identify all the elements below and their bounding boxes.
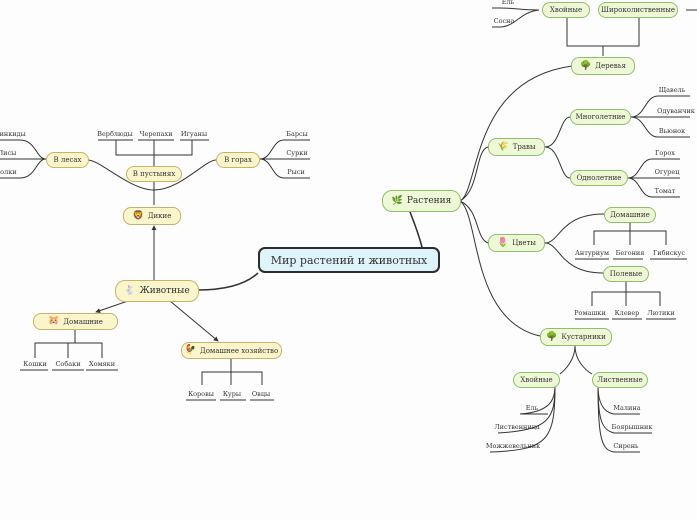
leaf-item: Игуаны [180,130,208,138]
plants-label: Растения [406,196,452,206]
grasses-label: Травы [512,143,536,151]
animals-node[interactable]: 🐇Животные [115,280,199,302]
tree-icon: 🌳 [580,60,592,71]
leaf-item: Коровы [188,390,214,398]
leaf-item: Лиственница [494,423,540,431]
leaf-item: Малина [613,404,641,412]
lion-icon: 🦁 [132,210,144,221]
shrubs-deciduous-label: Лиственные [597,376,643,384]
forest-label: В лесах [53,156,82,164]
flowers-field-node[interactable]: Полевые [603,266,649,282]
leaf-item: Ель [525,404,539,412]
leaf-item: Ромашки [574,309,606,317]
flower-icon: 🌷 [497,237,509,248]
trees-coniferous-node[interactable]: Хвойные [542,2,590,18]
rooster-icon: 🐓 [184,345,196,355]
leaf-item: Кошки [23,360,47,368]
flowers-node[interactable]: 🌷Цветы [488,234,545,252]
leaf-item: Овцы [251,390,271,398]
leaf-item: Сосна [493,17,515,25]
leaf-item: Барсы [286,130,308,138]
leaf-item: Огурец [654,168,680,176]
pets-node[interactable]: 🐹Домашние [33,313,118,330]
farm-node[interactable]: 🐓 Домашнее хозяйство [181,342,282,359]
leaf-item: Сурки [286,149,308,157]
leaf-item: Боярышник [611,423,653,431]
leaf-item: Клевер [614,309,640,317]
leaf-item: Одуванчик [657,107,695,115]
leaf-item: Сирень [613,442,639,450]
shrubs-deciduous-node[interactable]: Лиственные [592,372,648,388]
shrub-icon: 🌳 [546,331,558,342]
leaf-item: Можжевельник [485,442,541,450]
flowers-home-label: Домашние [610,211,650,219]
shrubs-coniferous-node[interactable]: Хвойные [513,372,560,388]
trees-broadleaf-node[interactable]: Широколиственные [598,2,678,18]
leaf-item: Гибискус [652,249,686,257]
leaf-item: Верблюды [97,130,133,138]
leaf-item: Лисы [0,149,17,157]
shrubs-coniferous-label: Хвойные [520,376,553,384]
shrubs-node[interactable]: 🌳Кустарники [540,328,612,346]
flowers-field-label: Полевые [609,270,643,278]
leaf-item: Волки [0,168,17,176]
forest-node[interactable]: В лесах [46,152,89,168]
flowers-home-node[interactable]: Домашние [604,207,656,223]
desert-label: В пустынях [132,170,176,178]
shrubs-label: Кустарники [561,333,606,341]
leaf-item: Лютики [647,309,675,317]
leaf-item: Хомяки [88,360,116,368]
leaf-item: Бегония [615,249,645,257]
leaf-icon: 🌿 [391,195,403,206]
trees-label: Деревья [595,62,626,70]
leaf-item: Собаки [55,360,81,368]
trees-node[interactable]: 🌳Деревья [571,57,635,75]
grass-icon: 🌾 [497,141,509,152]
grasses-node[interactable]: 🌾Травы [488,138,545,156]
leaf-item: Черепахи [139,130,173,138]
leaf-item: Рыси [287,168,305,176]
trees-broadleaf-label: Широколиственные [601,6,675,14]
desert-node[interactable]: В пустынях [126,166,182,182]
perennial-label: Многолетние [575,113,626,121]
rabbit-icon: 🐇 [124,285,136,296]
flowers-label: Цветы [512,239,536,247]
annual-node[interactable]: Однолетние [570,170,628,186]
leaf-item: Щавель [658,86,686,94]
trees-coniferous-label: Хвойные [549,6,583,14]
leaf-item: Антуриум [574,249,610,257]
perennial-node[interactable]: Многолетние [570,109,631,125]
pets-label: Домашние [63,317,103,326]
root-label: Мир растений и животных [270,253,428,267]
annual-label: Однолетние [576,174,622,182]
farm-label: Домашнее хозяйство [200,346,279,355]
animals-label: Животные [139,286,190,296]
leaf-item: Ель [501,0,515,6]
wild-node[interactable]: 🦁Дикие [123,207,181,225]
hamster-icon: 🐹 [48,316,60,326]
leaf-item: Томат [654,187,676,195]
leaf-item: Вьюнок [658,127,686,135]
leaf-item: Пингвинкиды [0,130,26,138]
wild-label: Дикие [147,212,172,220]
leaf-item: Куры [222,390,242,398]
root-node[interactable]: Мир растений и животных [258,247,440,273]
plants-node[interactable]: 🌿Растения [382,190,461,212]
leaf-item: Горох [655,149,675,157]
mountains-label: В горах [224,156,252,164]
mountains-node[interactable]: В горах [216,152,260,168]
